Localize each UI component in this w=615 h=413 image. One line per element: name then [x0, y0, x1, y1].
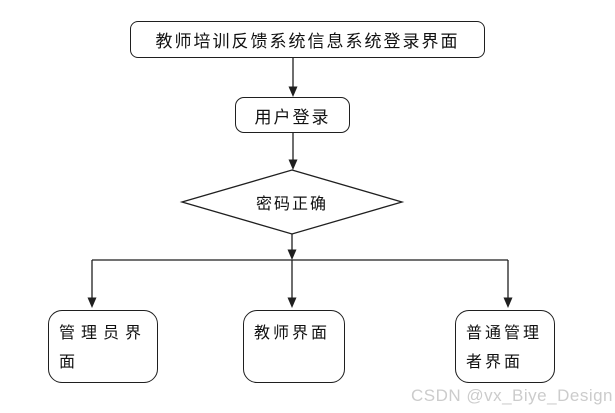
node-teacher-interface: 教师界面: [243, 310, 345, 383]
arrowhead-icon: [87, 297, 97, 308]
node-admin-line-1: 管理员界: [59, 325, 148, 342]
node-user-login: 用户登录: [235, 97, 350, 133]
node-manager-line-1: 普通管理: [466, 325, 543, 342]
node-teacher-line-1: 教师界面: [254, 325, 331, 342]
arrowhead-icon: [288, 159, 298, 170]
node-admin-line-2: 面: [59, 354, 82, 371]
node-manager-line-2: 者界面: [466, 354, 524, 371]
arrowhead-icon: [287, 249, 297, 260]
arrowhead-icon: [503, 297, 513, 308]
watermark-text: CSDN @vx_Biye_Design: [410, 386, 613, 405]
arrowhead-icon: [287, 297, 297, 308]
arrowhead-icon: [288, 86, 298, 97]
node-password-correct-label: 密码正确: [255, 196, 328, 213]
node-manager-interface: 普通管理 者界面: [455, 310, 555, 383]
node-admin-interface: 管理员界 面: [48, 310, 158, 383]
node-system-login-title: 教师培训反馈系统信息系统登录界面: [130, 21, 485, 58]
